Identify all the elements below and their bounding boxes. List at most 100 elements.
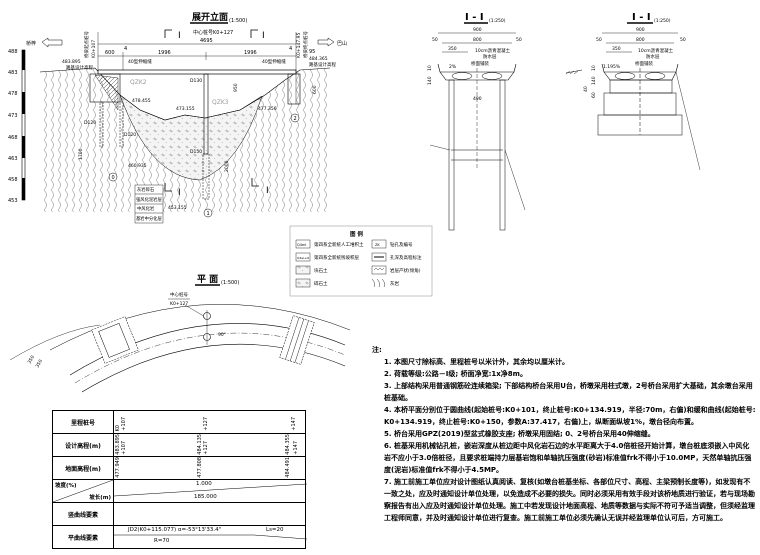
note-line: 施工前施工单位必须先确认无误并经监理单位认可后，方可施工。 [524,514,727,522]
note-line: 5. 桥台采用GPZ(2019)型盆式橡胶支座; 桥墩采用固结; 0、2号桥台采… [384,430,655,438]
plan-center-station: K0+127 [170,301,188,307]
dim-half: 350 [612,46,621,52]
borehole-label: QZK3 [212,99,229,106]
borehole-label: QZK2 [130,79,147,86]
row-label: 平曲线要素 [52,525,114,549]
dim-pier: 490 [473,96,482,102]
stratum-label: 灰岩碎石 [137,186,155,193]
end-station-label: 桥梁终点桩号 [302,31,309,58]
layer-label: 防水层 [646,53,660,60]
plan-dim: 350 [35,358,45,369]
section-right-scale: (1:250) [654,18,671,24]
legend-label: 钻孔及编号 [390,241,413,248]
row-label: 地面高程(m) [52,456,114,480]
legend-label: 碎石土 [314,280,328,287]
scale-tick: 458 [8,177,18,183]
dim-10: 10 [427,65,433,71]
note-item: 7. 施工前施工单位应对设计图纸认真阅读、复核(如墩台桩基坐标、各部位尺寸、高程… [372,476,756,524]
dim-600: 600 [312,85,318,94]
plan-title: 平 面 [197,274,218,285]
plan-view: 平 面 (1:500) 中心桩号 K0+127 90° 350 350 [9,274,351,393]
elev-label: 453.155 [168,205,187,211]
plan-center-label: 中心桩号 [170,291,188,298]
note-line: 小于4.5MP。 [457,466,504,474]
note-item: 2. 荷载等级:公路－Ⅰ级; 桥面净宽:1x净8m。 [372,368,756,380]
curve-jd: JD2(K0+115.077) α=-53°13'33.4" [128,527,222,533]
slope: 2% [449,64,457,70]
arrow-right-icon [317,37,335,47]
dim-gap-left: 4 [124,46,127,52]
design-elev: 484.355 [285,434,291,455]
strata-labels: 灰岩碎石 强风化泥岩层 中风化岩 基岩中分化层 [134,184,164,224]
ground-elev: 477.949 [115,457,121,478]
design-notes: 注: 1. 本图尺寸除标高、里程桩号以米计外，其余均以厘米计。 2. 荷载等级:… [372,344,756,524]
dim-left: 600 [105,50,115,56]
elev-left: 483.895 [62,59,81,65]
plan-angle: 90° [218,332,226,338]
elevation-scale: (1:500) [229,18,247,24]
legend-symbol: ZK [375,243,380,247]
station-cell: +127 [203,417,209,431]
cross-section-right: I - I (1:250) 900 800 50 50 350 1.195% 1… [565,12,701,171]
table-row: 里程桩号 K0 +107 +127 +147 [52,410,306,434]
note-line: 倍桩径，且要求桩端持力层基岩饱和单轴抗压强度(砂岩)标准值frk不得小于10.0… [384,454,752,474]
note-item: 4. 本桥平面分别位于圆曲线(起始桩号:K0+101，终止桩号:K0+134.9… [372,404,756,428]
start-station: K0+107 [91,40,97,58]
pile-dia: D150 [190,149,202,155]
elev-label: 460.935 [128,163,147,169]
table-row: 设计高程(m) 483.895 +107 484.135 +127 484.35… [52,433,306,457]
dim-40: 40 [583,86,589,92]
elev-label: 477.356 [258,106,277,112]
note-item: 3. 上部结构采用普通钢筋砼连续箱梁; 下部结构桥台采用U台，桥墩采用柱式墩，2… [372,380,756,404]
legend-symbol: Q4el+dl [297,256,309,260]
note-item: 1. 本图尺寸除标高、里程桩号以米计外，其余均以厘米计。 [372,356,756,368]
notes-heading: 注: [372,346,382,354]
cross-section-left: I - I (1:250) 900 800 50 50 350 490 2% 1… [427,12,526,231]
layer-label: 10cm沥青混凝土 [638,47,674,54]
legend-label: 第四系全新统人工堆积土 [314,241,364,248]
table-row: 坡度(%) 坡长(m) 1.000 185.000 [52,479,307,503]
design-station: +107 [121,441,127,455]
section-mark: I [178,31,181,41]
pier-number: 2 [294,116,297,122]
pier-number: 1 [207,211,210,217]
direction-right-label: 巴山 [337,40,347,47]
row-label: 设计高程(m) [52,433,114,457]
dim-2000: 2000 [224,160,230,172]
dim-60: 60 [591,92,597,98]
legend: 图 例 Q4ml 第四系全新统人工堆积土 Q4el+dl 第四系全新统残坡积层 … [289,225,433,297]
note-line: 位处理。施工中若发现设计地面高程、地质等数据与实际不符可予适当调整，但须经监理工… [384,502,755,522]
slope-value: 1.000 [196,481,212,487]
scale-tick: 463 [8,156,18,162]
legend-symbol: Q4ml [297,243,306,247]
ground-elev: 477.808 [197,457,203,478]
stratum-label: 强风化泥岩层 [136,196,162,203]
legend-label: 块石土 [314,267,328,274]
note-line: 终止桩号:K0+150，参数A:37.417，右偏)上，纵断面纵坡1%，墩台径向… [439,418,699,426]
scale-tick: 473 [8,113,18,119]
scale-tick: 483 [8,70,18,76]
note-item: 5. 桥台采用GPZ(2019)型盆式橡胶支座; 桥墩采用固结; 0、2号桥台采… [372,428,756,440]
dim-140: 140 [591,76,597,85]
dim-edge: 50 [516,37,522,43]
station-cell: +147 [291,417,297,431]
elev-right: 484.365 [309,56,328,62]
dim-total: 4695 [200,38,213,44]
plan-scale: (1:500) [221,280,239,286]
section-mark: I [266,186,269,196]
direction-left-label: 桥梓 [26,40,36,47]
station-cell: +107 [121,417,127,431]
note-line: 2. 荷载等级:公路－Ⅰ级; 桥面净宽:1x净8m。 [384,370,527,378]
layer-label: 桥面铺装 [635,60,653,67]
center-station: 中心桩号K0+127 [193,29,233,36]
joint-right: 40型伸缩缝 [262,58,286,65]
section-mark: I [262,31,265,41]
elev-left-label: 路基设计高程 [66,64,93,71]
design-station: +127 [203,441,209,455]
layer-label: 10cm沥青混凝土 [475,47,511,54]
legend-title: 图 例 [350,230,363,238]
slope-length: 185.000 [194,494,217,500]
slope: 1.195% [603,64,621,70]
legend-label: 灰岩 [390,280,399,287]
legend-label: 岩层产状(倾角) [390,267,421,274]
